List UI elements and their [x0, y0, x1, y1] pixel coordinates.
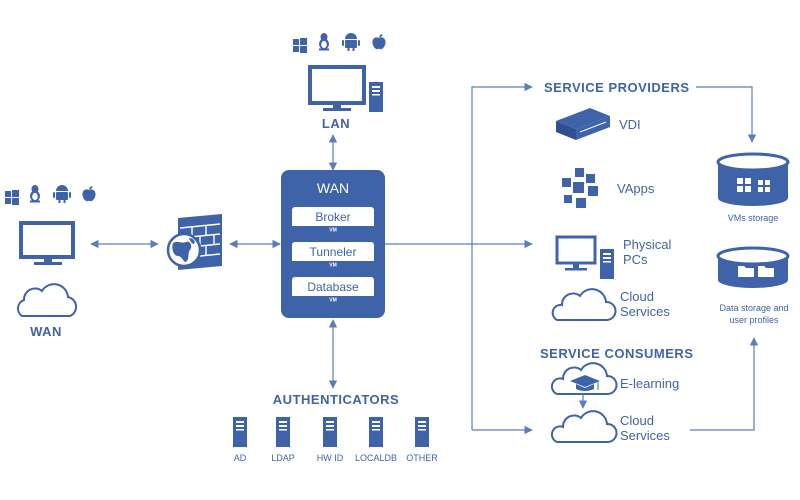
cloud-icon [17, 283, 78, 317]
vms-storage-label: VMs storage [728, 213, 779, 223]
lan-label: LAN [322, 116, 350, 131]
pc-tower-icon [369, 82, 383, 112]
authenticator-servers [233, 417, 429, 447]
auth-localdb-label: LOCALDB [355, 453, 397, 463]
auth-ldap-label: LDAP [271, 453, 295, 463]
auth-hwid-label: HW ID [317, 453, 344, 463]
server-icon [323, 417, 337, 447]
physical-pc-icon [555, 235, 614, 279]
server-icon [369, 417, 383, 447]
provider-cloud-line1: Cloud [620, 289, 654, 304]
android-icon [342, 33, 360, 51]
windows-icon [5, 190, 19, 205]
wan-left-label: WAN [30, 324, 62, 339]
tunneler-vm-tag: VM [329, 263, 337, 269]
physical-label-line2: PCs [623, 252, 648, 267]
server-icon [233, 417, 247, 447]
service-providers-title: SERVICE PROVIDERS [544, 80, 690, 95]
consumer-cloud-line1: Cloud [620, 413, 654, 428]
monitor-icon [308, 65, 366, 105]
apple-icon [82, 186, 96, 202]
broker-module [292, 207, 374, 230]
lan-os-icons [293, 33, 386, 53]
vdi-icon [556, 108, 610, 140]
cloud-icon [551, 288, 617, 321]
vapps-icon [562, 168, 598, 208]
elearning-label: E-learning [620, 376, 679, 391]
database-vm-tag: VM [329, 298, 337, 304]
globe-icon [166, 232, 202, 268]
broker-vm-tag: VM [329, 228, 337, 234]
wan-workstation [19, 221, 75, 265]
monitor-icon [19, 221, 75, 259]
provider-cloud-line2: Services [620, 304, 670, 319]
vapps-label: VApps [617, 181, 655, 196]
apple-icon [372, 34, 386, 50]
service-consumers-title: SERVICE CONSUMERS [540, 346, 693, 361]
vdi-label: VDI [619, 117, 641, 132]
linux-icon [319, 33, 329, 51]
data-storage-label-line1: Data storage and [719, 303, 788, 313]
cloud-icon [550, 410, 618, 443]
database-label: Database [307, 280, 359, 294]
connector-lines [90, 82, 759, 435]
tunneler-module [292, 242, 374, 265]
data-storage-icon [716, 246, 790, 288]
consumers-storage-link [690, 337, 759, 431]
broker-label: Broker [315, 210, 350, 224]
physical-label-line1: Physical [623, 237, 672, 252]
database-module [292, 277, 374, 300]
android-icon [53, 185, 71, 203]
windows-icon [293, 38, 307, 53]
tunneler-label: Tunneler [310, 245, 357, 259]
authenticators-title: AUTHENTICATORS [273, 392, 399, 407]
providers-storage-link [696, 86, 757, 143]
wan-hub: WAN Broker VM Tunneler VM Database VM [281, 170, 385, 318]
elearning-icon [550, 362, 618, 395]
server-icon [415, 417, 429, 447]
auth-ad-label: AD [234, 453, 247, 463]
vms-storage-icon [716, 152, 790, 206]
consumer-cloud-line2: Services [620, 428, 670, 443]
auth-other-label: OTHER [406, 453, 438, 463]
providers-bracket [471, 82, 533, 430]
hub-title: WAN [317, 180, 349, 196]
wan-os-icons [5, 185, 96, 205]
linux-icon [30, 185, 40, 203]
lan-workstation [308, 65, 383, 112]
server-icon [276, 417, 290, 447]
data-storage-label-line2: user profiles [729, 315, 779, 325]
